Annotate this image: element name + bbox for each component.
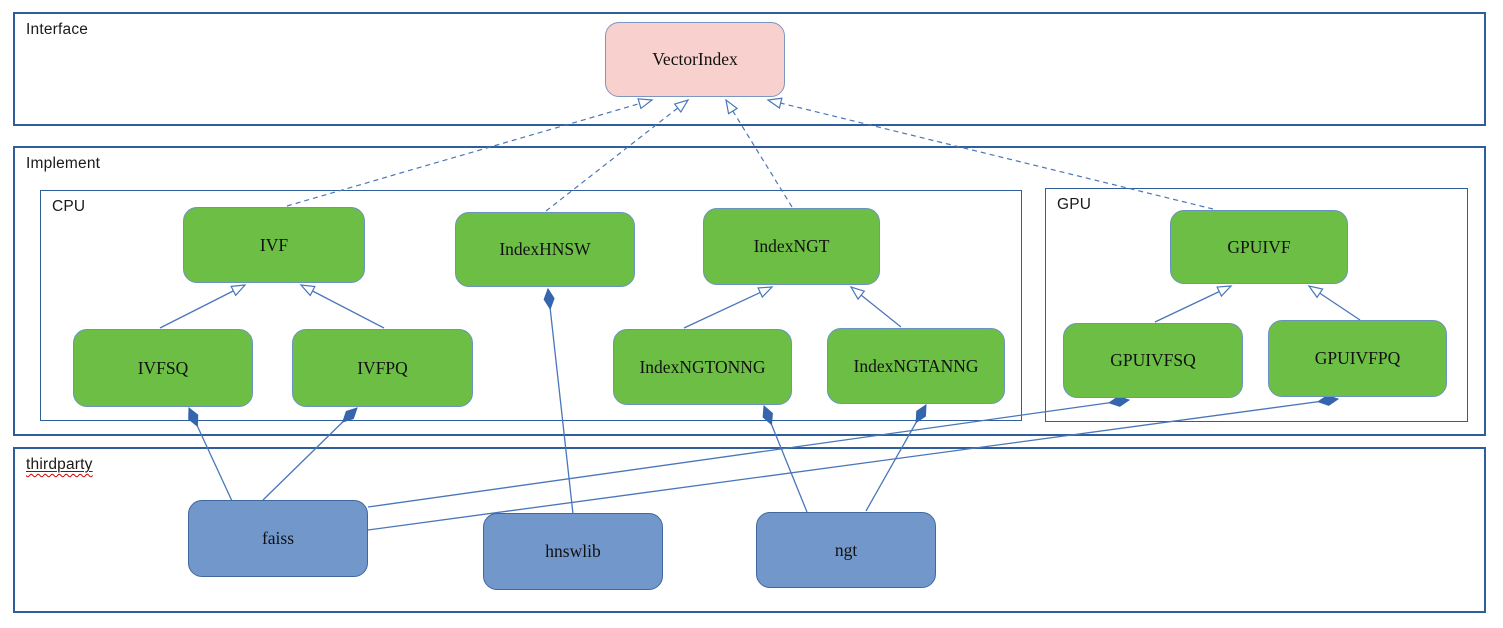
container-implement-label: Implement: [26, 155, 101, 172]
node-indexngt: IndexNGT: [703, 208, 880, 285]
node-indexhnsw: IndexHNSW: [455, 212, 635, 287]
spellcheck-wavy-underline: thirdparty: [26, 456, 93, 473]
edge-composition-ngt-indexngtanng: [865, 405, 927, 512]
edge-composition-faiss-gpuivfsq: [367, 400, 1129, 508]
node-indexngtonng-label: IndexNGTONNG: [639, 356, 766, 377]
container-cpu: CPU: [40, 190, 1022, 421]
edge-composition-faiss-gpuivfpq: [367, 399, 1338, 531]
node-ivf-label: IVF: [259, 234, 289, 255]
edge-composition-hnswlib-indexhnsw: [548, 289, 574, 515]
node-gpuivfsq: GPUIVFSQ: [1063, 323, 1243, 398]
edge-generalization-ivfsq-ivf: [159, 284, 247, 329]
container-thirdparty-label: thirdparty: [26, 456, 93, 474]
node-gpuivfpq-label: GPUIVFPQ: [1314, 348, 1401, 368]
node-indexngt-label: IndexNGT: [753, 236, 830, 256]
container-cpu-label: CPU: [52, 198, 86, 215]
node-vectorindex-label: VectorIndex: [652, 49, 738, 69]
node-indexhnsw-label: IndexHNSW: [499, 239, 591, 259]
edge-generalization-gpuivfsq-gpuivf: [1154, 285, 1233, 323]
container-implement: Implement: [13, 146, 1486, 436]
node-ivfpq-label: IVFPQ: [357, 357, 408, 378]
container-thirdparty: thirdparty: [13, 447, 1486, 613]
container-gpu-label: GPU: [1057, 196, 1092, 213]
edge-composition-faiss-ivfsq: [189, 408, 233, 502]
edge-composition-ngt-indexngtonng: [764, 406, 808, 513]
node-vectorindex: VectorIndex: [605, 22, 785, 97]
edge-realization-ivf-vectorindex: [286, 98, 654, 207]
node-hnswlib-label: hnswlib: [545, 541, 601, 561]
container-interface-label: Interface: [26, 21, 89, 38]
edge-composition-faiss-ivfpq: [262, 408, 357, 501]
edge-realization-indexngt-vectorindex: [725, 98, 793, 208]
node-gpuivfsq-label: GPUIVFSQ: [1110, 350, 1196, 370]
container-gpu: GPU: [1045, 188, 1468, 422]
node-ngt: ngt: [756, 512, 936, 588]
edge-realization-gpuivf-vectorindex: [766, 97, 1214, 210]
node-hnswlib: hnswlib: [483, 513, 663, 590]
node-gpuivfpq: GPUIVFPQ: [1268, 320, 1447, 397]
edge-generalization-ivfpq-ivf: [299, 284, 385, 329]
edge-generalization-gpuivfpq-gpuivf: [1307, 285, 1361, 321]
node-indexngtanng: IndexNGTANNG: [827, 328, 1005, 404]
node-ivfpq: IVFPQ: [292, 329, 473, 407]
node-indexngtonng: IndexNGTONNG: [613, 329, 792, 405]
node-gpuivf-label: GPUIVF: [1227, 236, 1291, 257]
node-ngt-label: ngt: [834, 539, 858, 560]
node-ivfsq-label: IVFSQ: [137, 357, 189, 378]
container-interface: Interface: [13, 12, 1486, 126]
node-indexngtanng-label: IndexNGTANNG: [853, 355, 979, 376]
node-ivf: IVF: [183, 207, 365, 283]
edge-generalization-indexngtonng-indexngt: [683, 286, 774, 329]
edge-realization-indexhnsw-vectorindex: [545, 98, 690, 212]
node-gpuivf: GPUIVF: [1170, 210, 1348, 284]
edge-generalization-indexngtanng-indexngt: [849, 285, 902, 328]
node-faiss: faiss: [188, 500, 368, 577]
node-ivfsq: IVFSQ: [73, 329, 253, 407]
node-faiss-label: faiss: [261, 528, 295, 548]
